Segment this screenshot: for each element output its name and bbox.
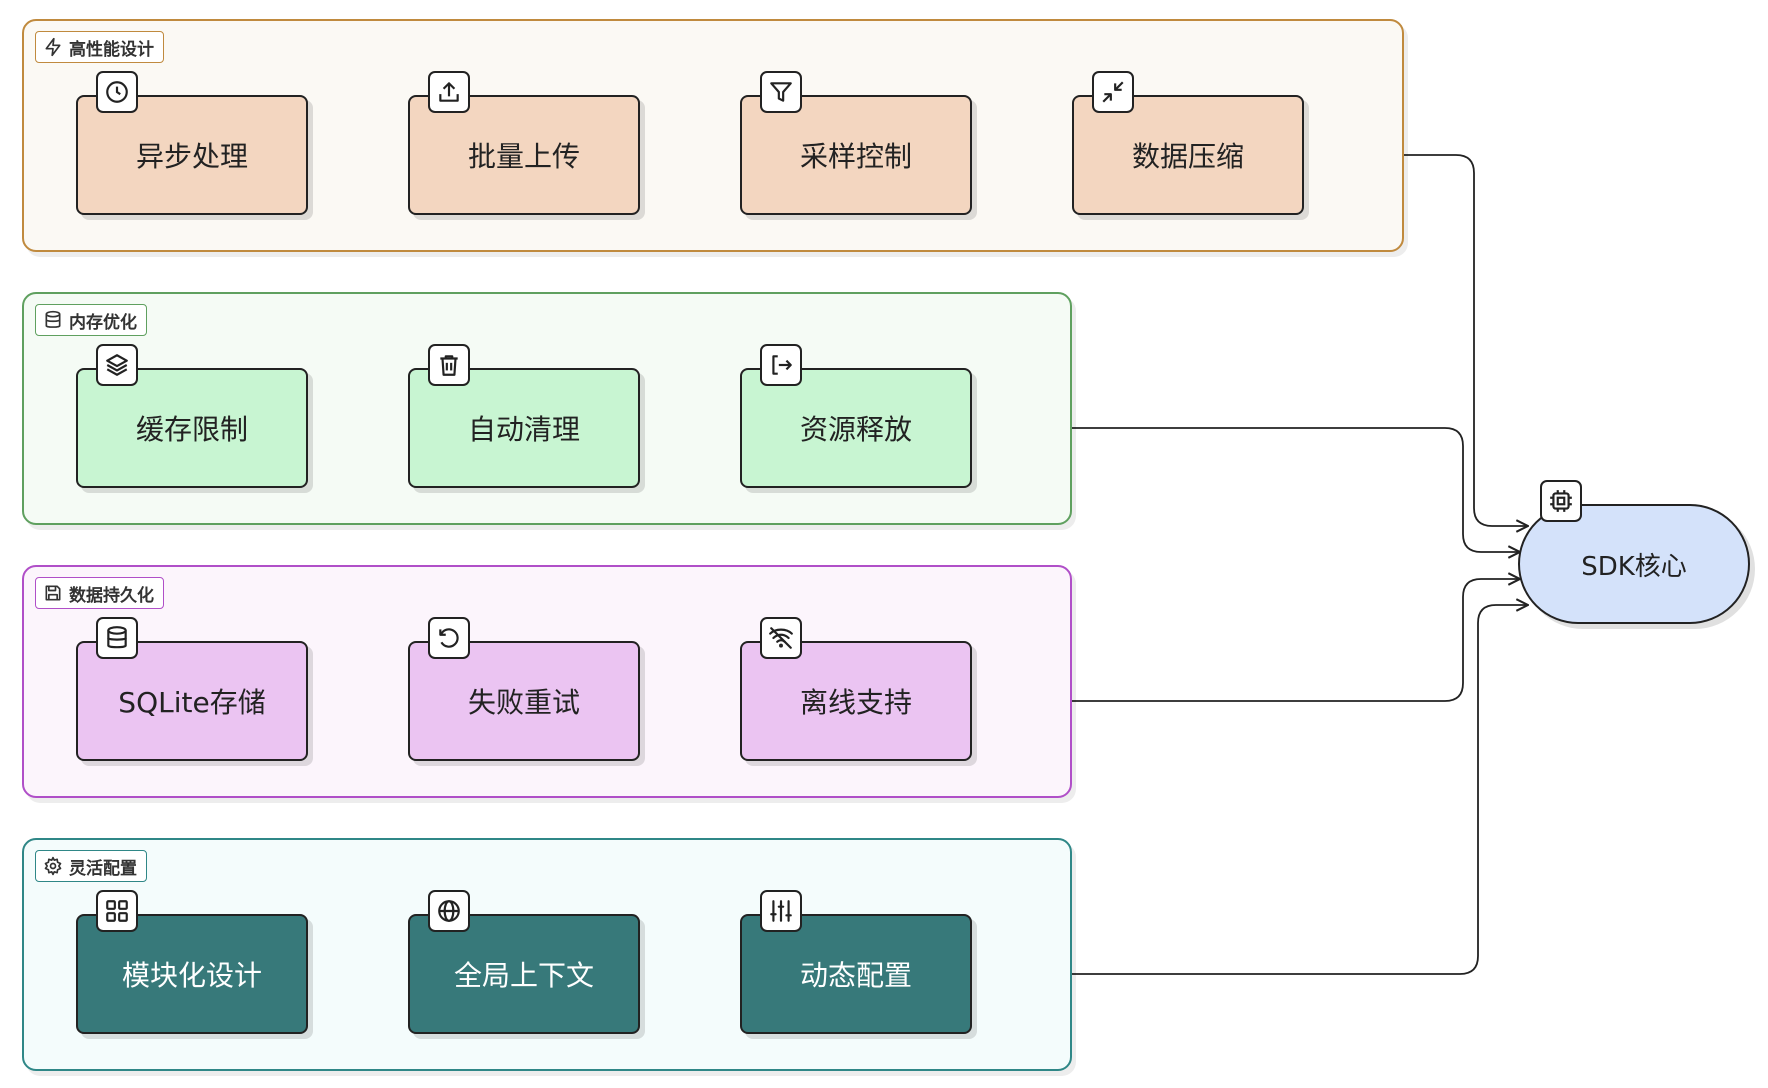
core-label: SDK核心 — [1581, 551, 1687, 582]
globe-icon — [428, 890, 470, 932]
group-title: 内存优化 — [69, 312, 137, 333]
node-offline-support[interactable]: 离线支持 — [740, 617, 972, 761]
clock-icon — [96, 71, 138, 113]
gear-icon — [43, 856, 63, 876]
node-data-compression[interactable]: 数据压缩 — [1072, 71, 1304, 215]
database-icon — [96, 617, 138, 659]
wifi-off-icon — [760, 617, 802, 659]
node-sqlite-storage[interactable]: SQLite存储 — [76, 617, 308, 761]
node-label: 离线支持 — [799, 686, 912, 719]
node-cache-limit[interactable]: 缓存限制 — [76, 344, 308, 488]
sliders-icon — [760, 890, 802, 932]
minimize-icon — [1092, 71, 1134, 113]
group-label-flexible-config: 灵活配置 — [35, 850, 147, 882]
node-modular-design[interactable]: 模块化设计 — [76, 890, 308, 1034]
layers-icon — [96, 344, 138, 386]
node-label: 批量上传 — [467, 140, 580, 173]
node-label: SQLite存储 — [118, 686, 266, 719]
node-global-context[interactable]: 全局上下文 — [408, 890, 640, 1034]
group-label-data-persistence: 数据持久化 — [35, 577, 164, 609]
node-label: 采样控制 — [799, 140, 912, 173]
group-label-memory-optimization: 内存优化 — [35, 304, 147, 336]
node-label: 失败重试 — [467, 686, 580, 719]
rotate-ccw-icon — [428, 617, 470, 659]
node-label: 全局上下文 — [453, 959, 594, 992]
node-label: 模块化设计 — [121, 959, 262, 992]
node-async-processing[interactable]: 异步处理 — [76, 71, 308, 215]
arrow-dynamic-to-core — [972, 605, 1528, 975]
node-label: 动态配置 — [799, 959, 912, 992]
node-resource-release[interactable]: 资源释放 — [740, 344, 972, 488]
grid-icon — [96, 890, 138, 932]
node-auto-cleanup[interactable]: 自动清理 — [408, 344, 640, 488]
save-icon — [43, 583, 63, 603]
cpu-icon — [1540, 480, 1582, 522]
node-failure-retry[interactable]: 失败重试 — [408, 617, 640, 761]
arrow-release-to-core — [972, 427, 1520, 552]
database-icon — [43, 310, 63, 330]
node-sampling-control[interactable]: 采样控制 — [740, 71, 972, 215]
node-label: 异步处理 — [135, 140, 248, 173]
group-title: 数据持久化 — [69, 585, 154, 606]
trash-icon — [428, 344, 470, 386]
group-title: 灵活配置 — [69, 858, 137, 879]
logout-icon — [760, 344, 802, 386]
arrow-offline-to-core — [972, 579, 1520, 702]
node-label: 缓存限制 — [135, 413, 248, 446]
node-sdk-core[interactable]: SDK核心 — [1518, 480, 1750, 624]
arrow-compress-to-core — [1304, 154, 1528, 526]
node-label: 数据压缩 — [1131, 140, 1244, 173]
lightning-icon — [43, 37, 63, 57]
group-label-high-performance: 高性能设计 — [35, 31, 164, 63]
upload-icon — [428, 71, 470, 113]
node-dynamic-config[interactable]: 动态配置 — [740, 890, 972, 1034]
filter-icon — [760, 71, 802, 113]
node-label: 自动清理 — [467, 413, 580, 446]
group-title: 高性能设计 — [69, 39, 154, 60]
node-batch-upload[interactable]: 批量上传 — [408, 71, 640, 215]
node-label: 资源释放 — [799, 413, 912, 446]
